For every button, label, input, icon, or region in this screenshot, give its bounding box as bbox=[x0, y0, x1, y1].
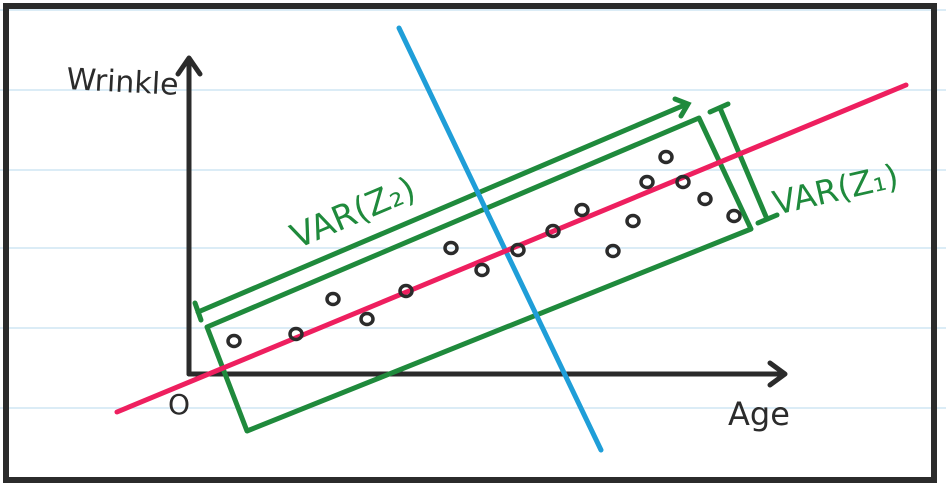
data-point bbox=[625, 213, 641, 229]
data-point bbox=[658, 149, 674, 165]
axes bbox=[175, 55, 788, 388]
data-point bbox=[359, 311, 375, 327]
var-z2-dimension bbox=[192, 96, 692, 323]
origin-label: O bbox=[168, 388, 190, 421]
data-point bbox=[474, 262, 490, 278]
data-point bbox=[574, 202, 590, 218]
second-principal-axis bbox=[396, 25, 604, 453]
data-point bbox=[288, 326, 304, 342]
data-point bbox=[697, 191, 713, 207]
data-point bbox=[639, 174, 655, 190]
data-point bbox=[510, 242, 526, 258]
x-axis-arrowhead bbox=[767, 360, 788, 388]
var-z1-label: VAR(Z₁) bbox=[769, 156, 902, 223]
data-point bbox=[605, 243, 621, 259]
frame bbox=[3, 3, 937, 483]
data-point bbox=[325, 291, 341, 307]
variance-box bbox=[204, 115, 754, 434]
x-axis-label: Age bbox=[728, 395, 790, 433]
data-point bbox=[443, 240, 459, 256]
data-point bbox=[226, 333, 242, 349]
y-axis-label: Wrinkle bbox=[66, 62, 180, 103]
var-z1-dimension bbox=[707, 101, 780, 226]
data-point bbox=[398, 283, 414, 299]
ruled-lines bbox=[0, 9, 946, 409]
data-points bbox=[226, 149, 742, 349]
y-axis-arrowhead bbox=[175, 55, 203, 77]
data-point bbox=[675, 174, 691, 190]
data-point bbox=[545, 223, 561, 239]
data-point bbox=[726, 208, 742, 224]
